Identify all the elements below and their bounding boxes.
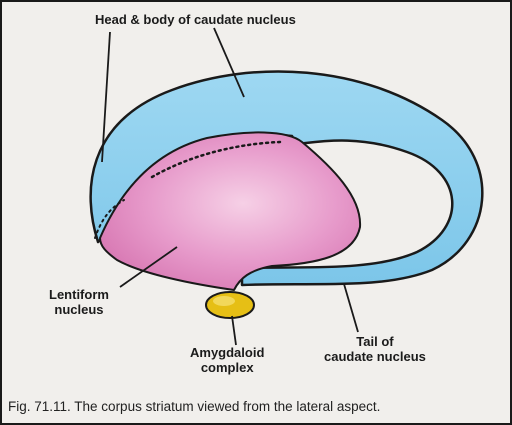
label-head-body-caudate: Head & body of caudate nucleus (95, 12, 296, 27)
label-tail-line2: caudate nucleus (324, 349, 426, 364)
leader-line-amygdaloid (232, 316, 236, 345)
label-amygdaloid-line1: Amygdaloid (190, 345, 264, 360)
amygdaloid-highlight (213, 296, 235, 306)
leader-line-tail (344, 284, 358, 332)
label-amygdaloid-complex: Amygdaloid complex (190, 345, 264, 375)
label-lentiform-line1: Lentiform (49, 287, 109, 302)
label-tail-line1: Tail of (324, 334, 426, 349)
label-amygdaloid-line2: complex (190, 360, 264, 375)
label-lentiform-nucleus: Lentiform nucleus (49, 287, 109, 317)
label-tail-caudate: Tail of caudate nucleus (324, 334, 426, 364)
figure-caption: Fig. 71.11. The corpus striatum viewed f… (8, 399, 380, 414)
label-lentiform-line2: nucleus (49, 302, 109, 317)
